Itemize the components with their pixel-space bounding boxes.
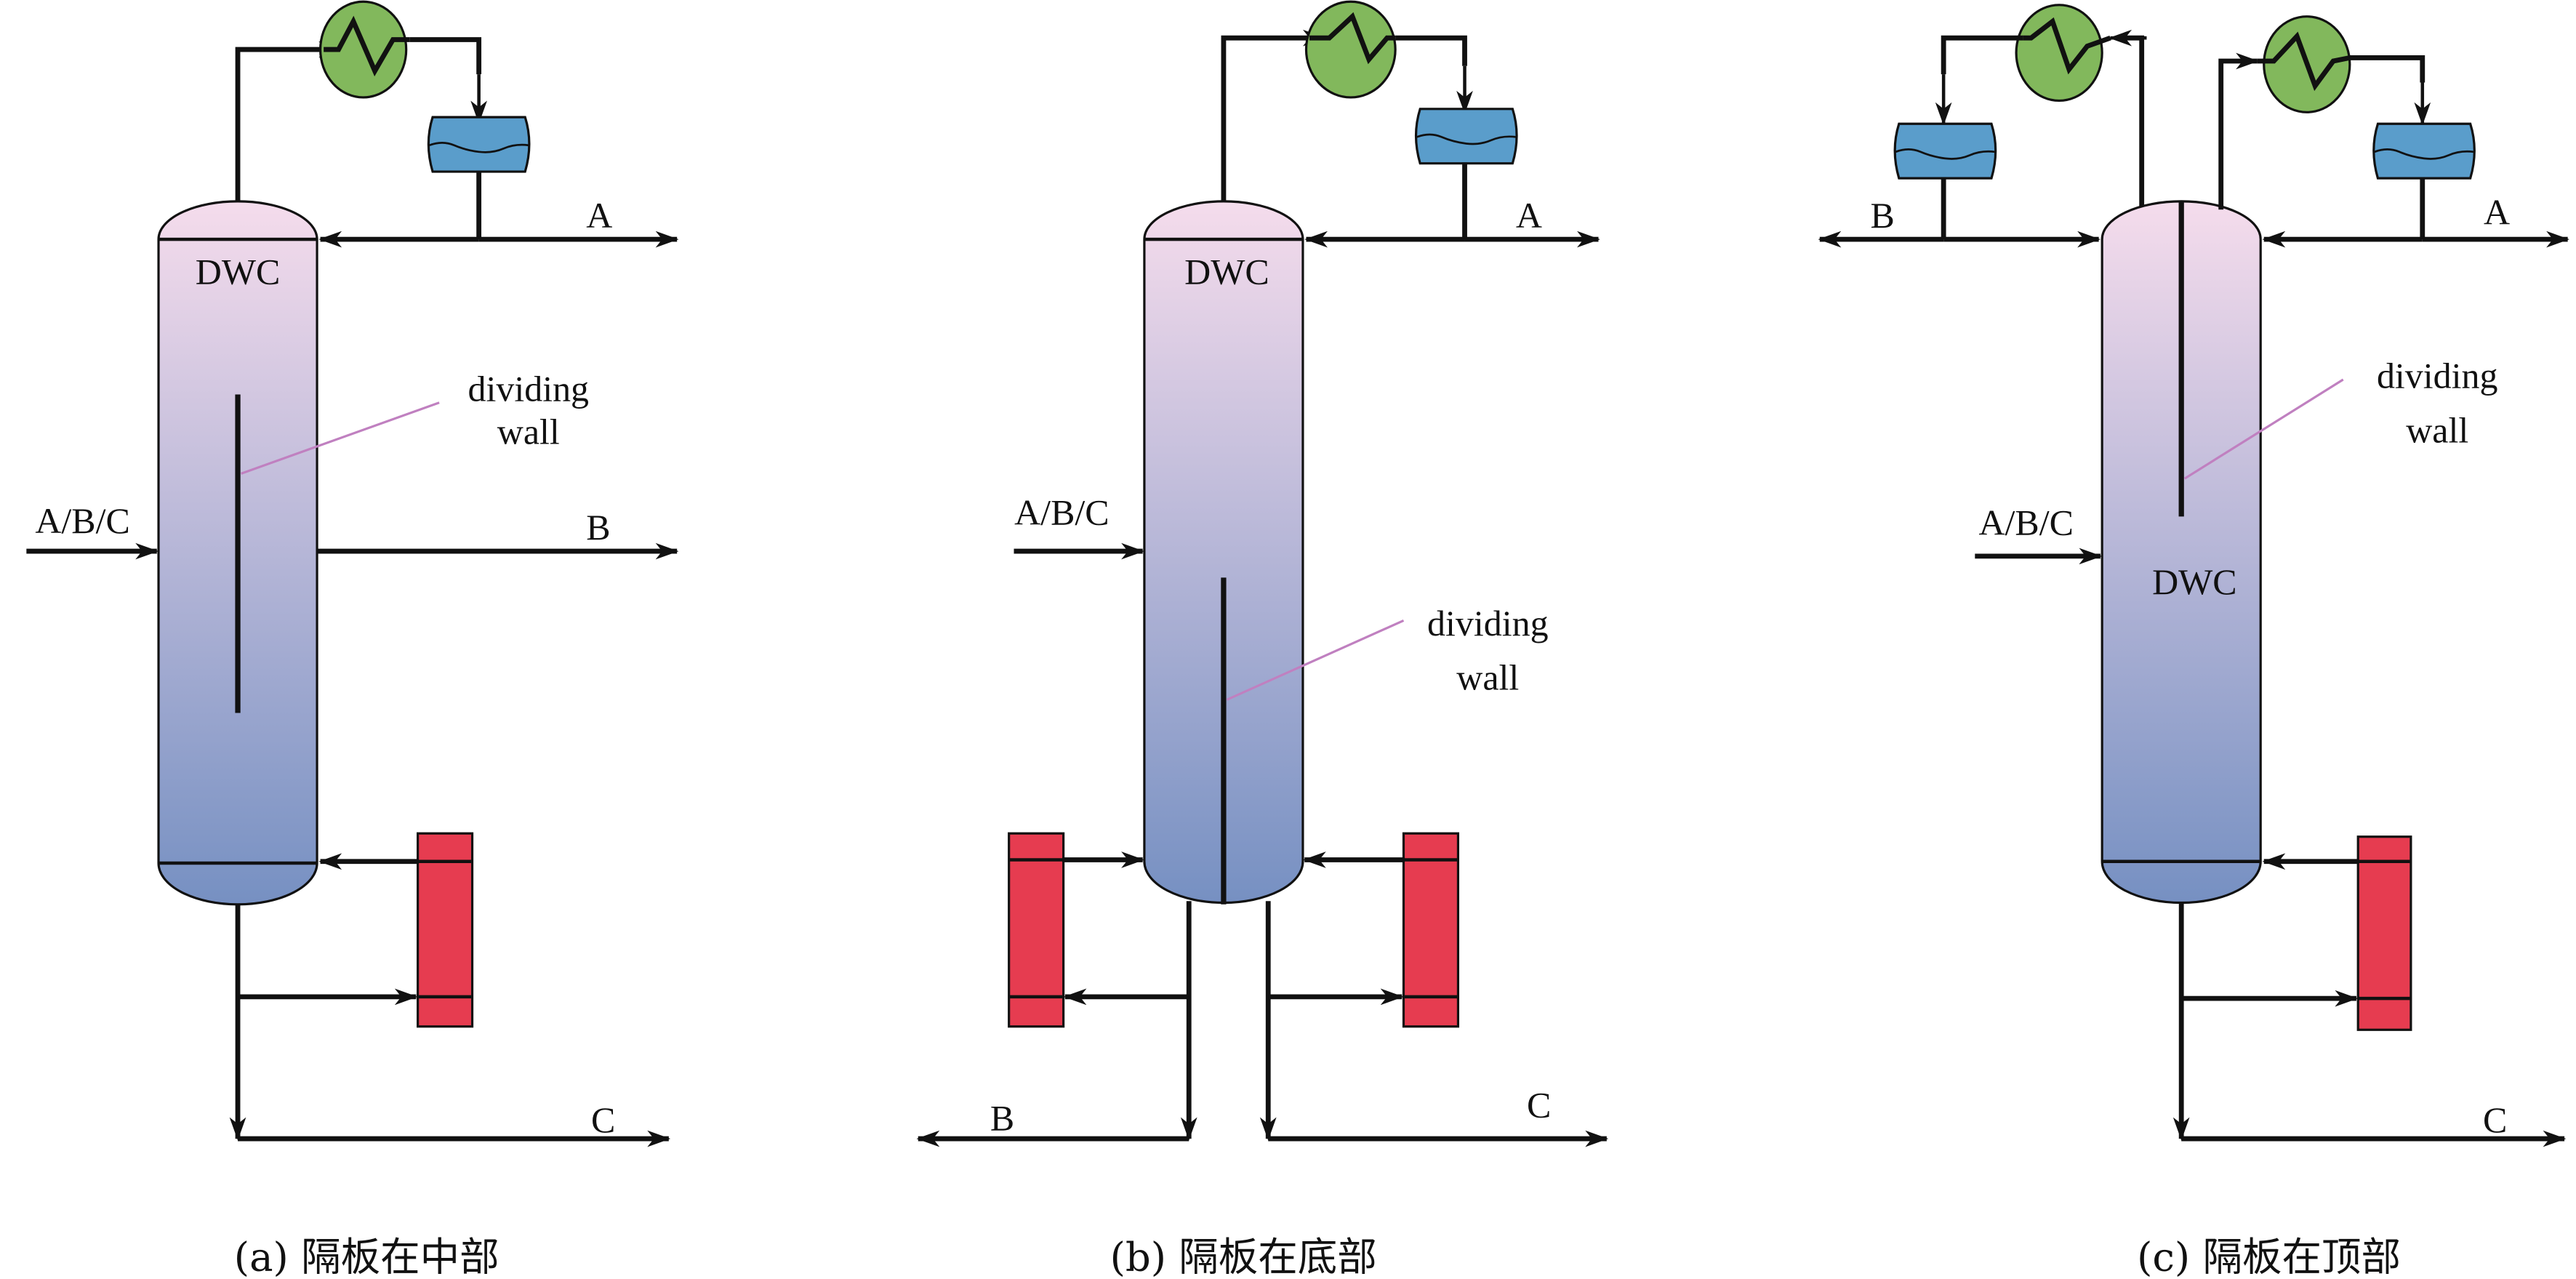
product-b-label: B (1870, 195, 1894, 236)
condenser-left-icon (2015, 4, 2111, 103)
panel-c: B A dividing wall A/B/C DWC (1818, 4, 2569, 1279)
column-label: DWC (196, 251, 281, 292)
product-c-label: C (2483, 1099, 2507, 1140)
reflux-drum-right-icon (2372, 122, 2476, 180)
reflux-drum-icon (427, 116, 531, 173)
feed-label: A/B/C (1978, 502, 2073, 542)
wall-label-line2: wall (1456, 657, 1519, 698)
product-c-label: C (1527, 1085, 1551, 1126)
panel-b: A DWC A/B/C dividing wall B C (b) 隔板在底部 (916, 0, 1609, 1279)
vapor-line-left (2122, 35, 2145, 207)
product-a-label: A (586, 195, 612, 236)
wall-label-line1: dividing (2377, 355, 2498, 396)
feed-label: A/B/C (35, 500, 129, 541)
product-c-label: C (591, 1099, 615, 1140)
vapor-line-right (2218, 52, 2259, 210)
caption-b: (b) 隔板在底部 (1110, 1234, 1377, 1279)
condenser-icon (319, 0, 410, 99)
wall-leader-line (1226, 619, 1405, 701)
wall-label-line2: wall (497, 412, 560, 452)
reflux-drum-icon (1414, 108, 1518, 165)
vapor-line (1221, 29, 1326, 201)
condensate-line-left (1941, 35, 2023, 75)
reboiler-left-icon (1008, 832, 1065, 1028)
column-label: DWC (2152, 561, 2237, 602)
wall-label-line1: dividing (468, 369, 590, 409)
reboiler-right-icon (1402, 832, 1460, 1028)
condensate-line (409, 37, 482, 75)
condenser-right-icon (2257, 15, 2351, 113)
column-c (2100, 200, 2262, 905)
column-label: DWC (1184, 251, 1269, 292)
product-b-label: B (586, 507, 610, 548)
wall-label-line1: dividing (1427, 603, 1549, 643)
condensate-line (1395, 35, 1467, 66)
reboiler-icon (417, 832, 474, 1028)
condenser-icon (1304, 0, 1397, 99)
caption-c: (c) 隔板在顶部 (2137, 1234, 2401, 1279)
column-a (157, 200, 318, 906)
caption-a: (a) 隔板在中部 (234, 1234, 499, 1279)
reboiler-icon (2356, 835, 2412, 1031)
wall-label-line2: wall (2406, 409, 2468, 450)
product-b-label: B (990, 1098, 1014, 1139)
column-b (1143, 200, 1304, 905)
wall-leader-line (2183, 378, 2344, 480)
wall-leader-line (241, 401, 440, 475)
feed-label: A/B/C (1014, 492, 1109, 533)
product-a-label: A (1516, 195, 1542, 236)
panel-a: A DWC dividing wall A/B/C B C (a) 隔板在中部 (26, 0, 679, 1279)
reflux-drum-left-icon (1893, 122, 1997, 180)
condensate-line-right (2349, 55, 2425, 83)
product-a-label: A (2484, 192, 2510, 233)
vapor-line (235, 41, 342, 201)
